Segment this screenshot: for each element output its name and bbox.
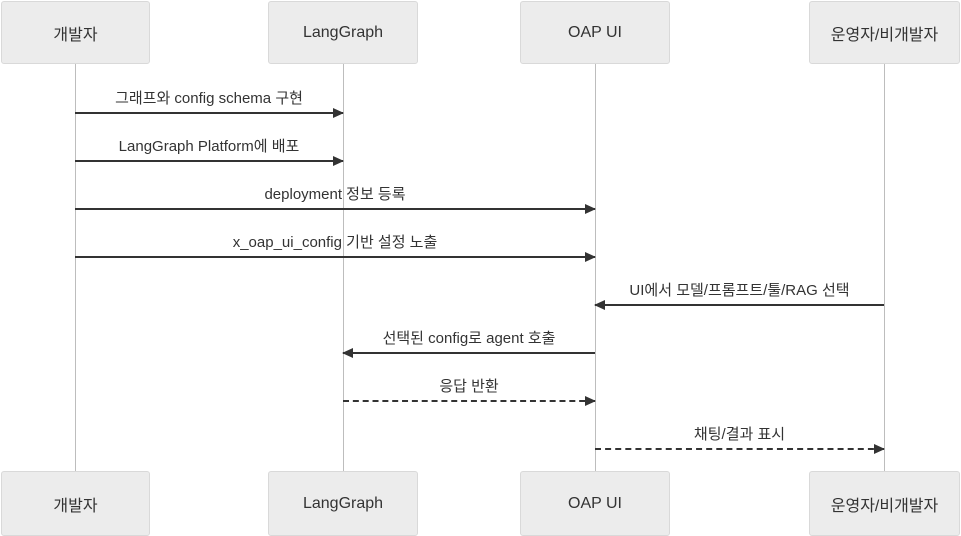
arrowhead-icon: [333, 156, 344, 166]
actor-label: OAP UI: [568, 23, 622, 41]
arrowhead-icon: [585, 252, 596, 262]
message-arrow-line: [343, 400, 595, 402]
arrowhead-icon: [585, 396, 596, 406]
lifeline-developer: [75, 64, 76, 472]
actor-bottom-operator: 운영자/비개발자: [809, 471, 960, 536]
actor-top-oap-ui: OAP UI: [520, 1, 670, 64]
actor-top-operator: 운영자/비개발자: [809, 1, 960, 64]
actor-label: LangGraph: [302, 23, 384, 41]
actor-label: 개발자: [53, 497, 98, 515]
message-arrow-line: [75, 256, 595, 258]
arrowhead-icon: [342, 348, 353, 358]
actor-bottom-langgraph: LangGraph: [268, 471, 418, 536]
actor-top-langgraph: LangGraph: [268, 1, 418, 64]
message-label: 그래프와 config schema 구현: [115, 90, 303, 107]
lifeline-langgraph: [343, 64, 344, 472]
message-arrow-line: [343, 352, 595, 354]
actor-top-developer: 개발자: [1, 1, 150, 64]
arrowhead-icon: [874, 444, 885, 454]
arrowhead-icon: [333, 108, 344, 118]
actor-label: LangGraph: [302, 494, 384, 512]
actor-label: 운영자/비개발자: [830, 26, 939, 44]
message-label: 선택된 config로 agent 호출: [382, 330, 556, 347]
lifeline-operator: [884, 64, 885, 472]
message-arrow-line: [75, 208, 595, 210]
arrowhead-icon: [585, 204, 596, 214]
actor-label: OAP UI: [568, 494, 622, 512]
arrowhead-icon: [594, 300, 605, 310]
message-label: 응답 반환: [439, 378, 499, 395]
message-label: LangGraph Platform에 배포: [118, 138, 300, 155]
message-arrow-line: [595, 448, 884, 450]
message-label: UI에서 모델/프롬프트/툴/RAG 선택: [629, 282, 850, 299]
message-arrow-line: [595, 304, 884, 306]
actor-bottom-oap-ui: OAP UI: [520, 471, 670, 536]
actor-bottom-developer: 개발자: [1, 471, 150, 536]
message-label: x_oap_ui_config 기반 설정 노출: [232, 234, 438, 251]
actor-label: 운영자/비개발자: [830, 497, 939, 515]
message-label: deployment 정보 등록: [264, 186, 406, 203]
message-arrow-line: [75, 112, 343, 114]
lifeline-oap-ui: [595, 64, 596, 472]
message-label: 채팅/결과 표시: [693, 426, 786, 443]
message-arrow-line: [75, 160, 343, 162]
actor-label: 개발자: [53, 26, 98, 44]
